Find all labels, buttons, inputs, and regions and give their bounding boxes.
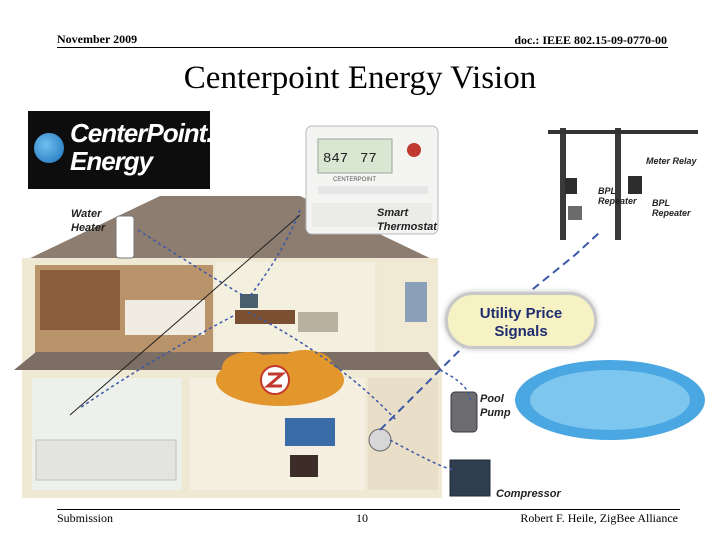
utility-price-signals-line-1: Utility Price <box>479 305 563 322</box>
bpl-repeater-b-device <box>628 176 642 194</box>
thermostat-brand-icon <box>407 143 421 157</box>
signal-lines <box>79 209 471 471</box>
thermostat-buttons <box>318 186 428 194</box>
living-room-tv <box>285 418 335 446</box>
pool-pump-label-line-1: Pool <box>480 393 504 405</box>
office-computer-icon <box>240 294 258 308</box>
utility-pole <box>548 128 698 240</box>
thermostat-brand: CENTERPOINT <box>333 177 376 183</box>
thermostat-temp-left: 847 <box>323 151 348 167</box>
compressor-label: Compressor <box>496 488 561 500</box>
footer-page-number: 10 <box>356 511 368 525</box>
footer-author: Robert F. Heile, ZigBee Alliance <box>520 511 678 525</box>
meter-relay-label: Meter Relay <box>646 156 697 166</box>
bpl-repeater-a-line-1: BPL <box>598 186 616 196</box>
compressor-device <box>449 459 491 497</box>
bpl-repeater-a-device <box>565 178 577 194</box>
bathtub <box>125 300 205 335</box>
upper-window <box>405 282 427 322</box>
office-bed <box>298 312 338 332</box>
pool-pump-label-line-2: Pump <box>480 407 511 419</box>
logo-line-2: Energy <box>70 146 153 176</box>
thermostat-display <box>317 138 393 174</box>
centerpoint-logo: CenterPoint. Energy <box>28 111 214 189</box>
logo-globe-icon <box>34 133 64 163</box>
pool-pump-device <box>450 391 478 433</box>
bpl-repeater-b-line-2: Repeater <box>652 208 691 218</box>
utility-price-signals-bubble: Utility Price Signals <box>445 292 597 349</box>
smart-meter-icon <box>368 428 392 452</box>
water-heater-label-line-2: Heater <box>71 222 106 234</box>
header-rule <box>57 47 668 48</box>
bath-cabinets <box>40 270 120 330</box>
smart-thermostat-label: Smart Thermostat <box>377 206 437 234</box>
thermostat-temp-right: 77 <box>360 151 377 167</box>
pool-pump-label: Pool Pump <box>480 392 511 420</box>
water-heater-label-line-1: Water <box>71 208 102 220</box>
kitchen-cabinets <box>35 439 177 481</box>
footer-submission: Submission <box>57 511 114 525</box>
utility-link-line <box>379 231 601 431</box>
bpl-repeater-b-line-1: BPL <box>652 198 670 208</box>
water-heater-label: Water Heater <box>71 207 105 235</box>
logo-line-1: CenterPoint. <box>70 118 214 148</box>
fireplace <box>290 455 318 477</box>
pool-water <box>530 370 690 430</box>
footer-rule <box>57 509 680 510</box>
bpl-repeater-a-line-2: Repeater <box>598 196 637 206</box>
bpl-repeater-a-label: BPL Repeater <box>598 186 637 206</box>
smart-thermostat-label-line-2: Thermostat <box>377 221 437 233</box>
logo-wordmark: CenterPoint. Energy <box>70 118 214 176</box>
slide-title: Centerpoint Energy Vision <box>183 60 537 96</box>
thermostat-pointer-line <box>69 214 301 416</box>
smart-thermostat-label-line-1: Smart <box>377 207 409 219</box>
water-heater-device <box>115 215 135 259</box>
header-date: November 2009 <box>57 32 138 46</box>
thermostat-cover <box>312 203 432 227</box>
meter-box <box>568 206 582 220</box>
zigbee-cloud <box>216 350 344 406</box>
header-doc-id: doc.: IEEE 802.15-09-0770-00 <box>514 33 667 47</box>
utility-price-signals-line-2: Signals <box>494 323 548 340</box>
bpl-repeater-b-label: BPL Repeater <box>652 198 691 218</box>
